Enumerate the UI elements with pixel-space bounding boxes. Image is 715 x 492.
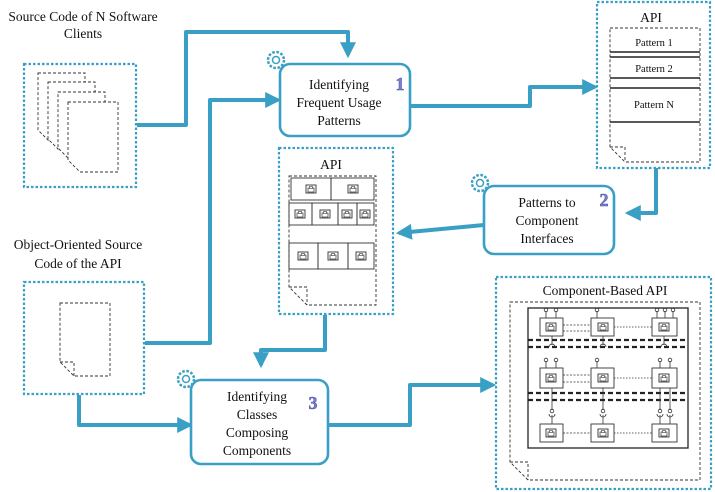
gear-icon — [470, 173, 490, 193]
step1-line3: Patterns — [317, 113, 361, 128]
step2-box — [482, 184, 616, 256]
step3-line4: Components — [223, 443, 291, 458]
api-patterns-node: API Pattern 1 Pattern 2 Pattern N — [595, 0, 712, 170]
step3-number: 3 — [309, 393, 318, 413]
arrow-step3-to-cbapi — [328, 377, 497, 427]
step3-line2: Classes — [237, 407, 278, 422]
arrow-apisource-to-step3 — [77, 395, 194, 433]
document-stack-icon — [37, 72, 119, 173]
clients-source-node: Source Code of N Software Clients — [8, 9, 158, 189]
step2-number: 2 — [600, 190, 609, 210]
api-components-title: API — [320, 157, 342, 172]
flow-arrows — [77, 30, 658, 433]
step2-node: Patterns to Component Interfaces 2 — [470, 173, 616, 256]
arrow-step2-to-apicomp — [395, 223, 485, 240]
step1-line1: Identifying — [309, 77, 369, 92]
gear-icon — [176, 369, 196, 389]
step1-line2: Frequent Usage — [296, 95, 381, 110]
api-source-label-line2: Code of the API — [34, 256, 122, 271]
api-components-node: API — [277, 146, 395, 316]
step2-line3: Interfaces — [520, 231, 573, 246]
step1-box — [278, 62, 412, 138]
step3-line1: Identifying — [227, 389, 287, 404]
clients-label-line1: Source Code of N Software — [8, 9, 157, 24]
document-icon — [59, 302, 111, 377]
component-based-api-node: Component-Based API — [494, 275, 713, 491]
api-source-label-line1: Object-Oriented Source — [14, 237, 143, 252]
pattern-2-label: Pattern 2 — [635, 64, 673, 75]
clients-label-line2: Clients — [64, 26, 102, 41]
document-icon — [288, 175, 377, 306]
arrow-clients-to-step1 — [137, 30, 356, 127]
arrow-step1-to-patterns — [410, 79, 599, 108]
step3-node: Identifying Classes Composing Components… — [176, 369, 330, 466]
pattern-1-label: Pattern 1 — [635, 38, 673, 49]
arrow-apisource-to-step1 — [145, 92, 282, 345]
api-patterns-title: API — [640, 10, 662, 25]
pattern-n-label: Pattern N — [634, 100, 674, 111]
step2-line1: Patterns to — [518, 195, 576, 210]
gear-icon — [266, 50, 286, 70]
cb-api-title: Component-Based API — [543, 283, 668, 298]
step1-number: 1 — [396, 74, 405, 94]
document-icon — [609, 27, 701, 163]
step1-node: Identifying Frequent Usage Patterns 1 — [266, 50, 412, 138]
step3-line3: Composing — [226, 425, 289, 440]
arrow-apicomp-to-step3 — [253, 315, 327, 369]
api-source-node: Object-Oriented Source Code of the API — [14, 237, 146, 396]
step2-line2: Component — [516, 213, 579, 228]
step3-box — [189, 378, 330, 466]
arrow-patterns-to-step2 — [624, 168, 658, 221]
